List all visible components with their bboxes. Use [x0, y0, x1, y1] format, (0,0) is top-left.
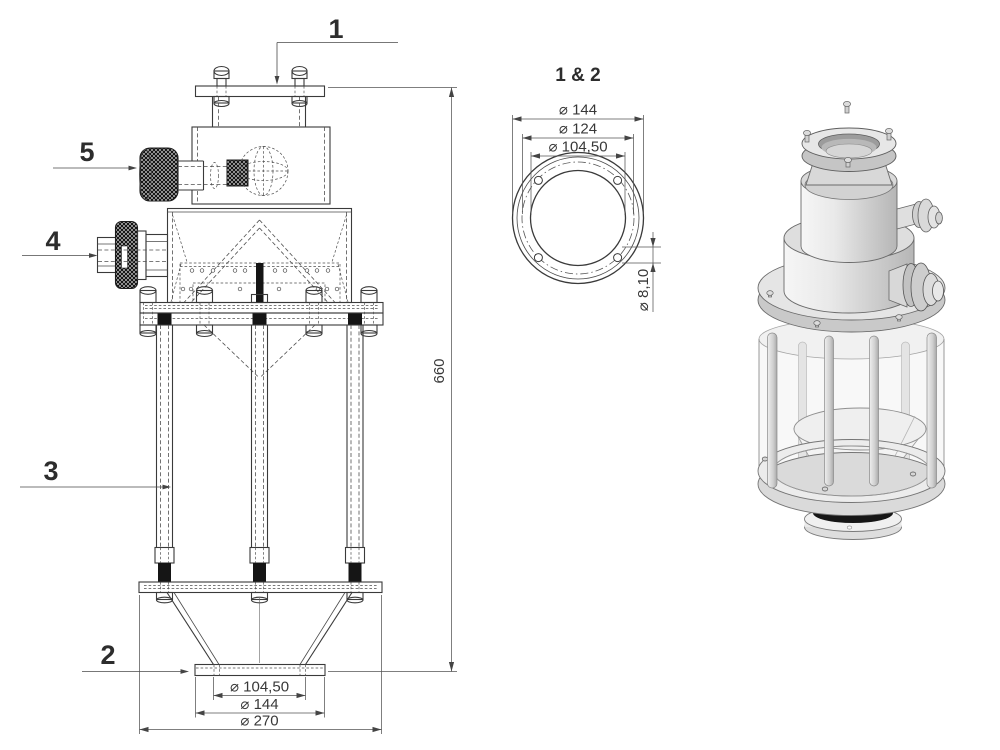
detail-dim-outer-label: ⌀ 144: [559, 102, 597, 119]
dim-base-flange-label: ⌀ 270: [240, 713, 278, 730]
top-flange-bolts: [213, 65, 308, 108]
detail-dim-hole-label: ⌀ 8,10: [635, 269, 652, 311]
dim-spout-bore: ⌀ 104,50: [213, 677, 306, 700]
callout-3: 3: [20, 456, 171, 490]
callout-4: 4: [22, 226, 98, 258]
upper-body: [191, 126, 331, 205]
port-4-side-port: [96, 220, 169, 290]
flange-bolt: [139, 286, 157, 338]
dim-spout-flange-label: ⌀ 144: [240, 696, 278, 713]
dim-base-flange: ⌀ 270: [139, 595, 382, 734]
lower-body: [166, 207, 353, 304]
lower-side-port: [888, 262, 944, 312]
perforation-holes: [180, 268, 340, 292]
head-flange-bolts: [766, 290, 903, 328]
callout-4-label: 4: [45, 226, 60, 256]
inner-plug: [226, 159, 249, 187]
top-flange: [194, 85, 326, 98]
center-stud: [256, 263, 264, 302]
detail-dim-outer: ⌀ 144: [512, 102, 644, 214]
callout-5: 5: [53, 137, 137, 171]
detail-view-title: 1 & 2: [555, 65, 600, 86]
detail-dim-bore: ⌀ 104,50: [530, 139, 626, 215]
port-5-sight-glass: [139, 146, 289, 202]
callout-1-label: 1: [328, 14, 343, 44]
detail-view-flange: 1 & 2 ⌀ 144 ⌀ 124: [511, 65, 661, 312]
tie-rod: [344, 325, 366, 604]
bottom-assembly: [138, 581, 383, 677]
tie-rods: [154, 325, 366, 604]
isometric-view: [757, 101, 946, 540]
upper-side-port: [896, 198, 943, 233]
callout-5-label: 5: [79, 137, 94, 167]
dim-spout-flange: ⌀ 144: [195, 677, 325, 718]
detail-dim-hole: ⌀ 8,10: [622, 232, 661, 312]
flange-bolt: [305, 286, 323, 338]
dim-overall-height: 660: [328, 87, 457, 672]
knurled-cap: [139, 147, 179, 202]
dim-660-label: 660: [431, 358, 448, 383]
mid-flange: [139, 301, 384, 326]
callout-1: 1: [274, 14, 398, 85]
detail-dim-bolt-circle: ⌀ 124: [522, 121, 634, 214]
bolt-holes: [533, 175, 623, 263]
flange-bolt: [360, 286, 378, 338]
callout-2: 2: [82, 640, 189, 674]
tie-rod: [154, 325, 175, 604]
tie-rods-front: [767, 332, 937, 489]
detail-dim-bolt-circle-label: ⌀ 124: [559, 121, 597, 138]
top-neck: [211, 96, 307, 127]
bore-circle: [529, 169, 627, 267]
callout-3-label: 3: [43, 456, 58, 486]
dim-spout-bore-label: ⌀ 104,50: [230, 679, 289, 696]
top-flange-studs: [803, 101, 893, 168]
top-flange-iso: [801, 101, 897, 172]
detail-dim-bore-label: ⌀ 104,50: [548, 139, 607, 156]
float-ball: [238, 146, 289, 196]
front-view: 660 ⌀ 104,50 ⌀ 144 ⌀ 270: [20, 14, 457, 734]
bolt-circle: [521, 161, 635, 275]
callout-2-label: 2: [100, 640, 115, 670]
tie-rod: [249, 325, 270, 604]
